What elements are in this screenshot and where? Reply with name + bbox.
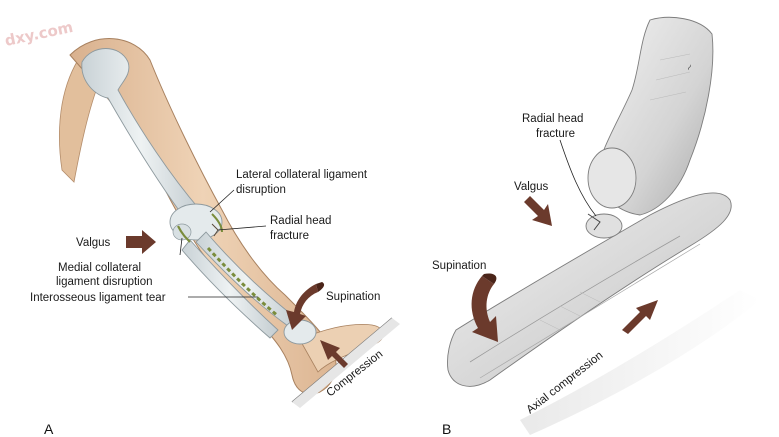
supination-arrow-b — [471, 273, 498, 342]
panel-a-leader-lines — [179, 189, 267, 298]
label-supination-a: Supination — [326, 291, 380, 303]
panel-letter-b: B — [442, 421, 451, 437]
label-valgus-b: Valgus — [514, 181, 549, 193]
svg-text:~: ~ — [684, 62, 696, 74]
label-radial-head-b-line1: Radial head — [522, 113, 583, 125]
panel-letter-a: A — [44, 421, 54, 437]
compression-arrow-a — [320, 340, 348, 368]
supination-arrow-a — [286, 282, 325, 330]
panel-b-illustration: ~ — [447, 16, 760, 435]
label-radial-head-a-line2: fracture — [270, 230, 309, 242]
label-medial-collateral-line2: ligament disruption — [56, 276, 153, 288]
panel-a-illustration — [59, 38, 400, 408]
valgus-arrow-b — [524, 196, 552, 226]
label-medial-collateral-line1: Medial collateral — [58, 262, 141, 274]
valgus-arrow-a — [126, 230, 156, 254]
label-radial-head-b-line2: fracture — [536, 128, 575, 140]
label-radial-head-a-line1: Radial head — [270, 215, 331, 227]
label-valgus-a: Valgus — [76, 237, 111, 249]
label-supination-b: Supination — [432, 260, 486, 272]
label-lateral-collateral-line1: Lateral collateral ligament — [236, 169, 368, 181]
panel-b-leader-line — [559, 139, 597, 217]
axial-compression-arrow-b — [622, 300, 658, 334]
watermark-text: dxy.com — [3, 18, 75, 50]
label-interosseous: Interosseous ligament tear — [30, 292, 166, 304]
label-lateral-collateral-line2: disruption — [236, 184, 286, 196]
